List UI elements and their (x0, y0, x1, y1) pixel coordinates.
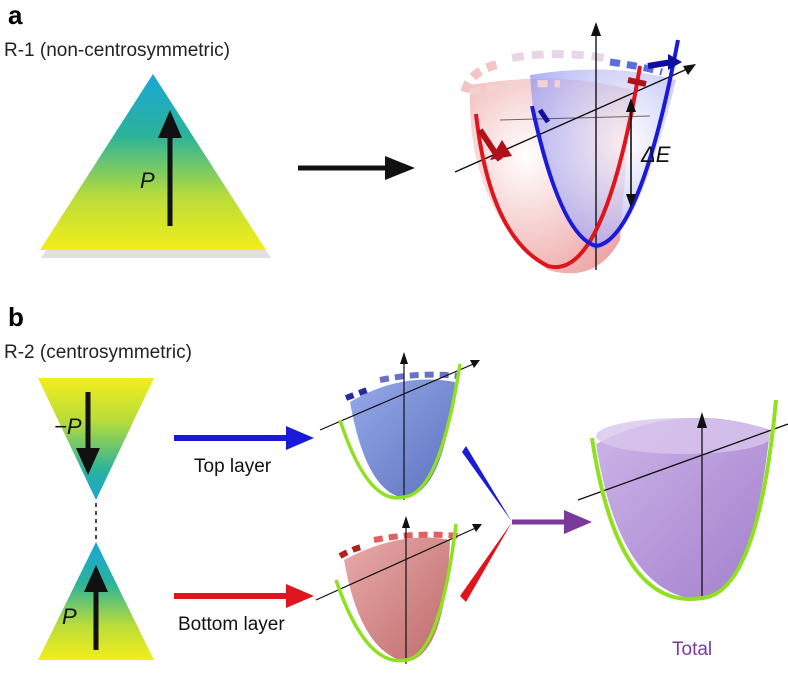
energy-gap-label: ΔE (640, 142, 671, 167)
bottom-layer-green-band (334, 523, 458, 663)
polarization-label: P (140, 168, 155, 193)
total-band (577, 399, 788, 602)
panel-b-letter: b (8, 302, 24, 332)
top-layer-label: Top layer (194, 456, 272, 477)
bottom-layer-band (315, 516, 482, 664)
panel-b: b R-2 (centrosymmetric) −P P Top layer (4, 302, 788, 664)
panel-a-title: R-1 (non-centrosymmetric) (4, 40, 230, 61)
top-layer-band (319, 352, 480, 500)
polarization-arrowhead (158, 110, 182, 138)
bottom-triangle: P (38, 542, 154, 660)
total-green-band (590, 399, 778, 602)
r1-triangle: P (40, 74, 271, 258)
total-label: Total (672, 639, 712, 660)
spin-texture-ring (460, 50, 663, 96)
panel-a-letter: a (8, 0, 23, 30)
red-band (474, 65, 642, 270)
top-layer-green-band (338, 363, 462, 500)
blue-cone-surface (530, 69, 676, 250)
bottom-layer-label: Bottom layer (178, 614, 285, 635)
top-polarization-arrowhead (76, 448, 100, 475)
merge-connector (460, 446, 592, 602)
transition-arrow-a (298, 156, 415, 180)
split-band-diagram: ΔE (454, 22, 696, 274)
top-layer-arrow (174, 426, 314, 450)
blue-band (530, 39, 680, 249)
top-triangle-shape (38, 378, 154, 500)
energy-gap-arrow (626, 98, 636, 208)
bottom-polarization-arrowhead (84, 565, 108, 592)
bottom-layer-arrow (174, 584, 314, 608)
panel-a: a R-1 (non-centrosymmetric) P (4, 0, 696, 274)
panel-b-title: R-2 (centrosymmetric) (4, 342, 192, 363)
top-polarization-label: −P (54, 414, 82, 439)
bottom-polarization-label: P (62, 604, 77, 629)
top-triangle: −P (38, 378, 154, 500)
